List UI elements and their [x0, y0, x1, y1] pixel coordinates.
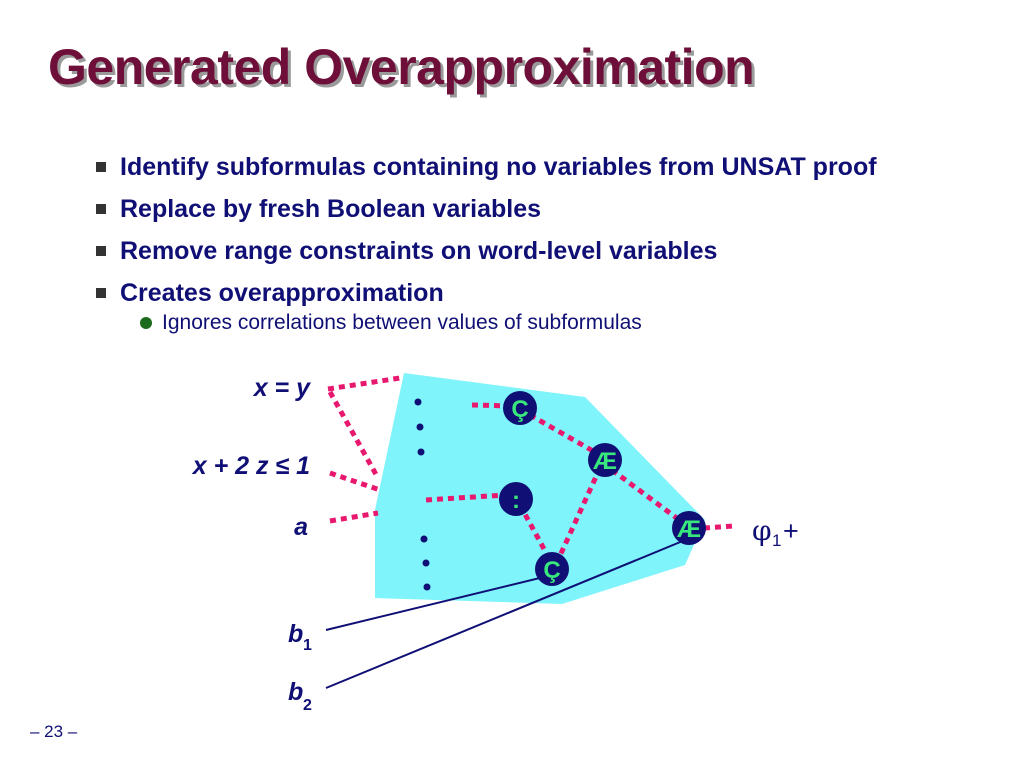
gate-node-mid: Æ — [588, 443, 622, 477]
bullet-item: Replace by fresh Boolean variables — [94, 192, 1014, 234]
gate-node-bottom: Ç — [535, 552, 569, 586]
square-bullet-icon — [96, 162, 106, 172]
square-bullet-icon — [96, 204, 106, 214]
b1-subscript: 1 — [303, 637, 312, 654]
bullet-item: Creates overapproximation — [94, 276, 1014, 318]
phi-subscript: 1 — [772, 531, 781, 550]
slide-title: Generated Overapproximation — [48, 39, 755, 95]
wire-to-dots-gate — [425, 492, 506, 503]
phi-suffix: + — [783, 516, 799, 546]
gate-top-label: Ç — [511, 396, 528, 423]
input-label-x-eq-y: x = y — [252, 374, 311, 402]
bullet-text: Identify subformulas containing no varia… — [120, 153, 877, 181]
wire-x-plus-2z — [329, 470, 381, 493]
square-bullet-icon — [96, 246, 106, 256]
solid-wires — [325, 537, 691, 689]
gate-node-dots: : — [499, 482, 533, 516]
sub-bullet-item: Ignores correlations between values of s… — [138, 310, 1014, 336]
square-bullet-icon — [96, 288, 106, 298]
wire-out-phi — [703, 523, 735, 531]
b2-symbol: b — [288, 678, 303, 706]
bullet-text: Creates overapproximation — [120, 279, 444, 307]
round-bullet-icon — [140, 317, 152, 329]
ellipsis-bottom — [420, 535, 431, 591]
input-label-b1: b 1 — [288, 620, 312, 654]
gate-node-out: Æ — [672, 511, 706, 545]
phi-symbol: φ — [752, 514, 772, 547]
bullet-text: Replace by fresh Boolean variables — [120, 195, 542, 223]
b1-symbol: b — [288, 620, 303, 648]
sub-bullet-text: Ignores correlations between values of s… — [162, 311, 642, 334]
ellipsis-top — [414, 398, 425, 456]
wire-mid-to-bottom — [555, 466, 603, 562]
input-label-a: a — [294, 513, 308, 541]
gate-out-label: Æ — [677, 516, 701, 543]
wire-x-eq-y-diag — [327, 390, 381, 480]
bullet-item: Remove range constraints on word-level v… — [94, 234, 1014, 276]
overapprox-region — [375, 373, 705, 604]
wire-b1 — [325, 575, 549, 631]
gate-node-top: Ç — [503, 391, 537, 425]
wire-b2 — [325, 537, 691, 689]
b2-subscript: 2 — [303, 697, 312, 714]
dotted-wires — [327, 375, 735, 562]
gate-bottom-label: Ç — [543, 557, 560, 584]
output-label-phi: φ 1 + — [752, 514, 799, 550]
bullet-text: Remove range constraints on word-level v… — [120, 237, 718, 265]
bullet-list: Identify subformulas containing no varia… — [94, 150, 1014, 336]
gate-mid-label: Æ — [593, 448, 617, 475]
page-number: – 23 – — [30, 722, 78, 741]
wire-top-to-mid — [528, 412, 602, 458]
bullet-item: Identify subformulas containing no varia… — [94, 150, 1014, 192]
wire-mid-to-out — [610, 467, 684, 525]
input-label-b2: b 2 — [288, 678, 312, 714]
gate-dots-label: : — [512, 487, 520, 514]
input-label-x-plus-2z: x + 2 z ≤ 1 — [191, 452, 310, 480]
wire-a — [329, 510, 379, 524]
wire-x-eq-y-out — [327, 375, 401, 392]
